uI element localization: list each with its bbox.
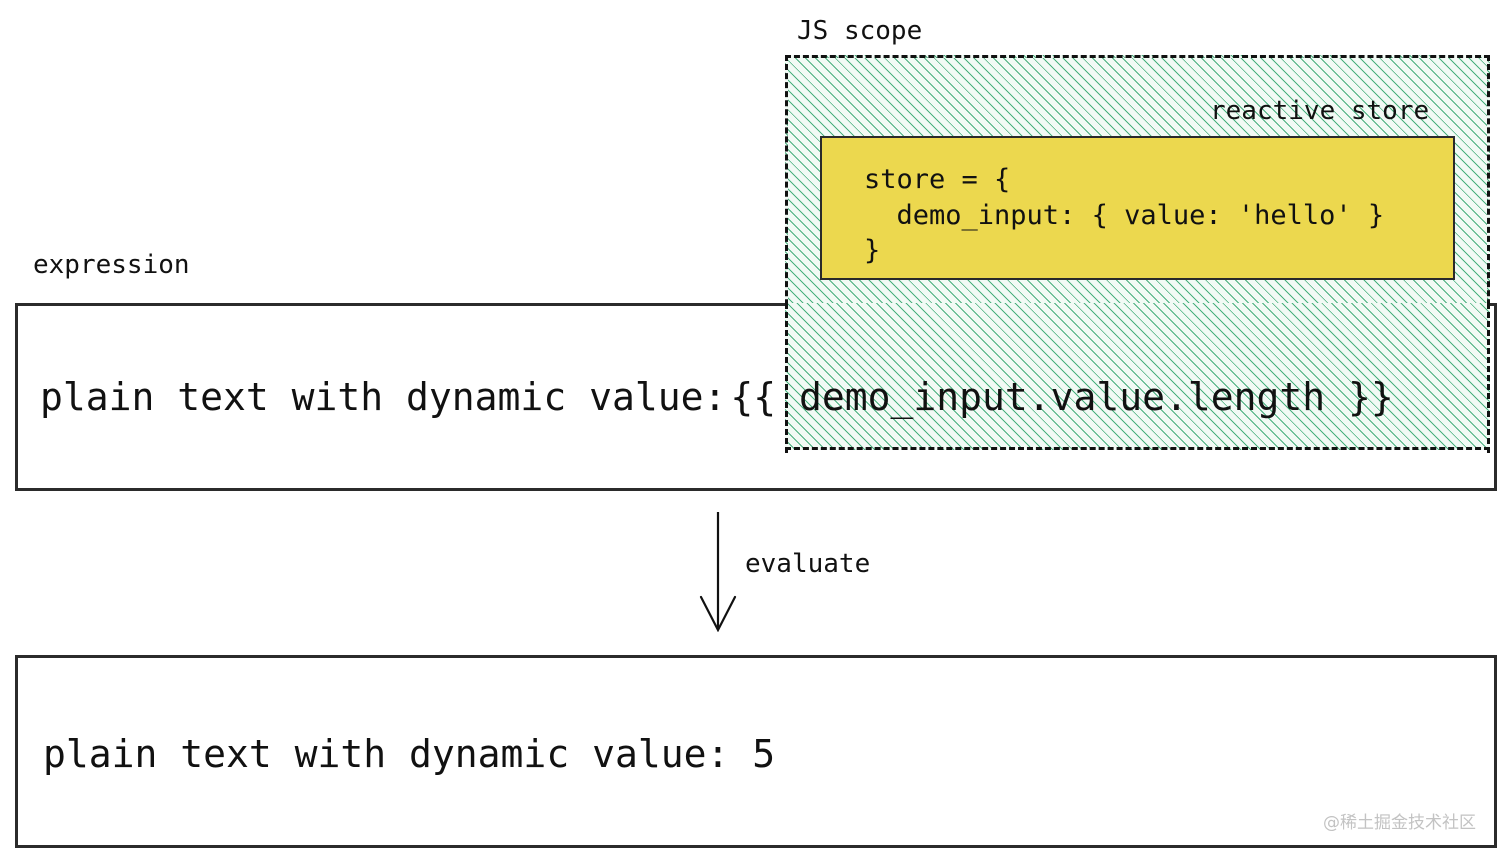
watermark: @稀土掘金技术社区: [1323, 813, 1476, 833]
result-box: plain text with dynamic value: 5 @稀土掘金技术…: [15, 655, 1497, 848]
expression-label: expression: [33, 250, 190, 280]
reactive-store-box: store = { demo_input: { value: 'hello' }…: [820, 136, 1455, 280]
expression-box: [15, 303, 1497, 491]
evaluate-label: evaluate: [745, 549, 871, 579]
result-text: plain text with dynamic value: 5: [43, 732, 776, 776]
store-code-block: store = { demo_input: { value: 'hello' }…: [864, 164, 1385, 267]
js-scope-label: JS scope: [797, 16, 923, 46]
reactive-store-label: reactive store: [1210, 96, 1430, 126]
arrow-down-icon: [699, 512, 737, 632]
